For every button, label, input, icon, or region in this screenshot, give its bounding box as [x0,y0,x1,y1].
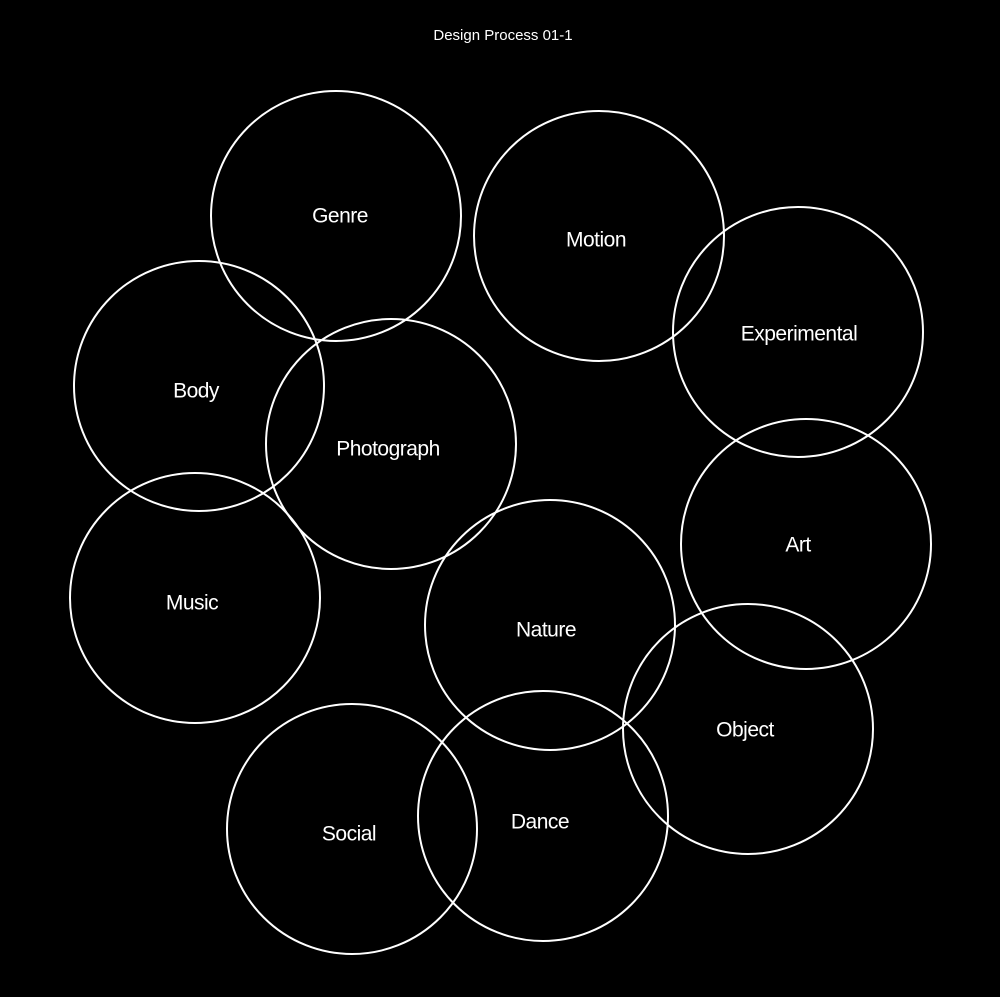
circle-ring [473,110,725,362]
circle-music: Music [69,472,321,724]
circle-label-dance: Dance [511,811,569,834]
circle-body: Body [73,260,325,512]
circle-social: Social [226,703,478,955]
circle-experimental: Experimental [672,206,924,458]
circle-ring [69,472,321,724]
diagram-title: Design Process 01-1 [433,27,572,44]
circle-object: Object [622,603,874,855]
circle-art: Art [680,418,932,670]
circle-nature: Nature [424,499,676,751]
circle-ring [622,603,874,855]
circle-label-body: Body [173,380,220,403]
circle-photograph: Photograph [265,318,517,570]
circle-ring [672,206,924,458]
circle-dance: Dance [417,690,669,942]
circle-label-art: Art [785,534,811,557]
circle-motion: Motion [473,110,725,362]
circle-ring [210,90,462,342]
circle-ring [73,260,325,512]
circle-genre: Genre [210,90,462,342]
circle-label-object: Object [716,719,774,742]
circle-label-photograph: Photograph [336,438,440,461]
circle-label-music: Music [166,592,218,615]
circle-ring [265,318,517,570]
circle-ring [417,690,669,942]
circle-label-experimental: Experimental [741,323,858,346]
circle-label-social: Social [322,823,376,846]
circle-label-nature: Nature [516,619,576,642]
circle-label-motion: Motion [566,229,626,252]
circle-ring [424,499,676,751]
circle-ring [226,703,478,955]
circle-ring [680,418,932,670]
circle-label-genre: Genre [312,205,368,228]
